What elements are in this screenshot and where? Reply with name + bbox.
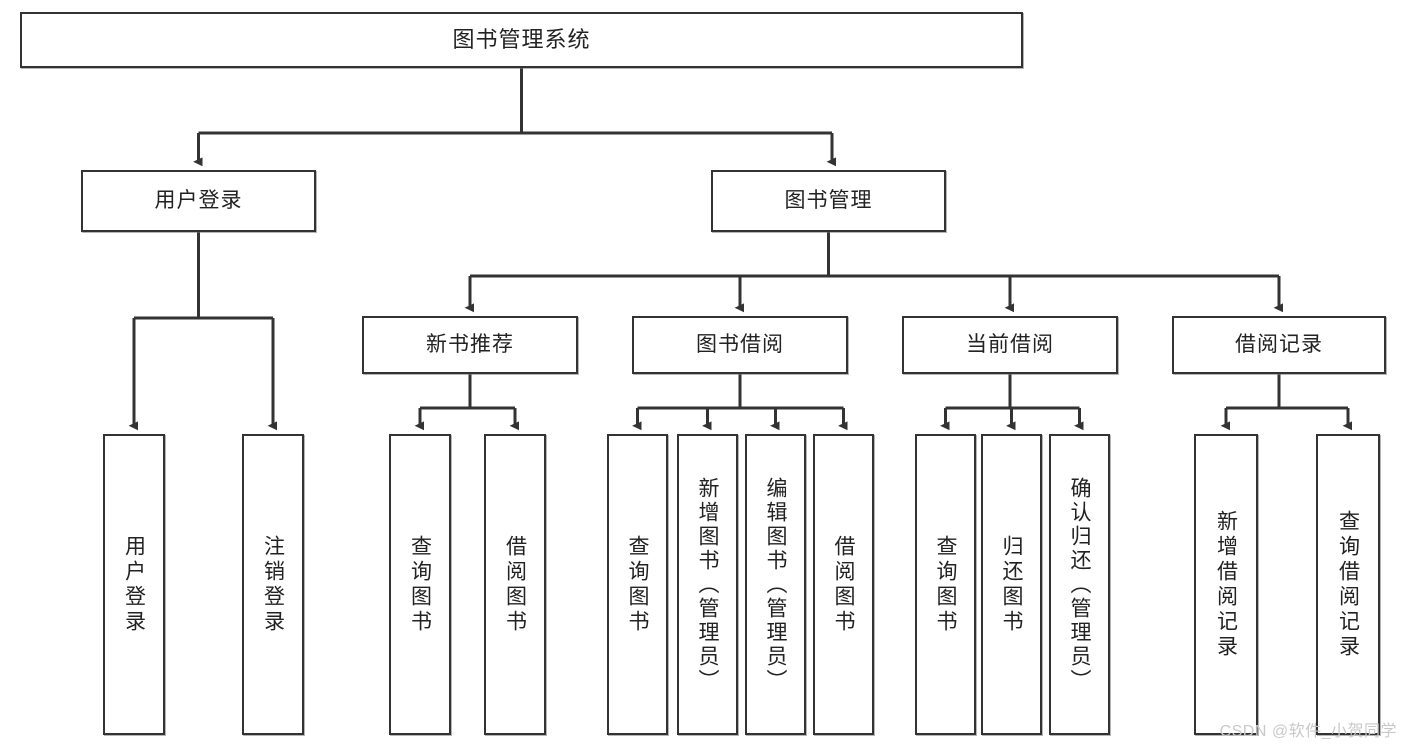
node-label: 查询图书 [626, 534, 649, 635]
node-label: 图书管理系统 [452, 27, 591, 53]
csdn-watermark: CSDN @软件_小贺同学 [1219, 723, 1397, 740]
node-label: 注销登录 [261, 534, 285, 635]
node-label: 新书推荐 [426, 332, 514, 356]
node-leaf-add-borrow-record[interactable]: 新增借阅记录 [1194, 434, 1258, 735]
node-borrow-record[interactable]: 借阅记录 [1172, 316, 1386, 374]
node-leaf-query-book-recommend[interactable]: 查询图书 [389, 434, 451, 735]
node-leaf-query-borrow-record[interactable]: 查询借阅记录 [1316, 434, 1380, 735]
node-leaf-user-login[interactable]: 用户登录 [103, 434, 165, 735]
node-leaf-add-book-admin[interactable]: 新增图书（管理员） [677, 434, 738, 735]
node-label: 借阅图书 [832, 534, 855, 635]
node-label: 查询图书 [408, 534, 432, 635]
node-root-system[interactable]: 图书管理系统 [20, 12, 1023, 68]
node-label: 新增借阅记录 [1214, 509, 1238, 660]
node-label: 编辑图书（管理员） [764, 476, 787, 693]
node-leaf-confirm-return-admin[interactable]: 确认归还（管理员） [1049, 434, 1110, 735]
node-leaf-user-logout[interactable]: 注销登录 [242, 434, 304, 735]
node-leaf-query-book-borrow[interactable]: 查询图书 [607, 434, 668, 735]
node-label: 确认归还（管理员） [1068, 476, 1091, 693]
node-user-login[interactable]: 用户登录 [81, 170, 316, 232]
node-label: 用户登录 [154, 188, 243, 212]
node-current-borrow[interactable]: 当前借阅 [902, 316, 1118, 374]
node-label: 借阅图书 [503, 534, 527, 635]
node-label: 借阅记录 [1235, 332, 1323, 356]
node-leaf-borrow-book-recommend[interactable]: 借阅图书 [484, 434, 546, 735]
node-book-borrow[interactable]: 图书借阅 [632, 316, 848, 374]
node-leaf-edit-book-admin[interactable]: 编辑图书（管理员） [745, 434, 806, 735]
node-label: 归还图书 [1000, 534, 1023, 635]
node-leaf-borrow-book[interactable]: 借阅图书 [813, 434, 874, 735]
node-label: 当前借阅 [966, 332, 1054, 356]
node-label: 图书管理 [784, 188, 873, 212]
node-label: 新增图书（管理员） [696, 476, 719, 693]
node-label: 图书借阅 [696, 332, 784, 356]
node-leaf-query-book-current[interactable]: 查询图书 [915, 434, 976, 735]
node-label: 用户登录 [122, 534, 146, 635]
node-label: 查询图书 [934, 534, 957, 635]
node-label: 查询借阅记录 [1336, 509, 1360, 660]
node-book-manage[interactable]: 图书管理 [711, 170, 946, 232]
node-leaf-return-book[interactable]: 归还图书 [981, 434, 1042, 735]
node-new-book-recommend[interactable]: 新书推荐 [362, 316, 578, 374]
